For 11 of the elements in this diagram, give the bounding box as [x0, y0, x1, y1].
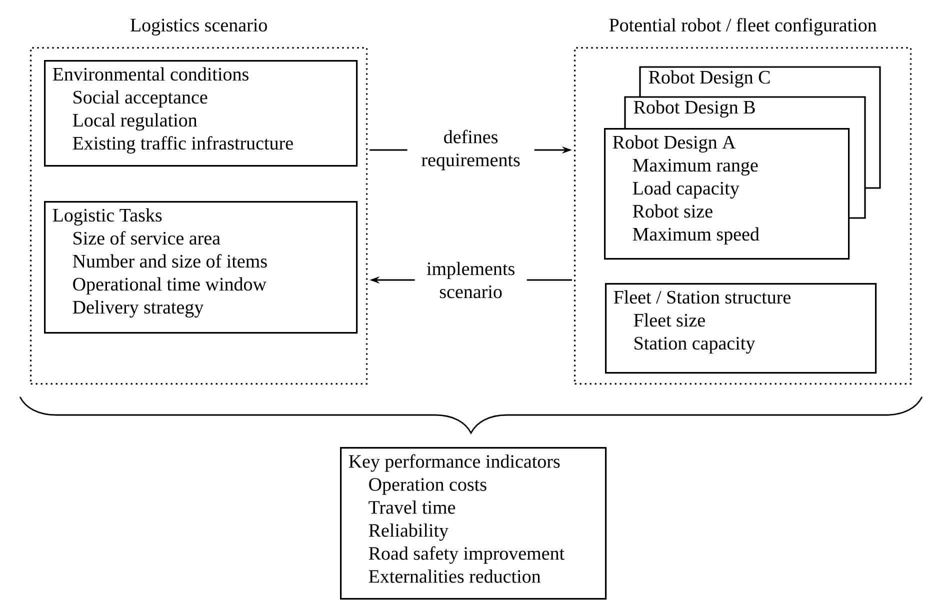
edge-label: implements scenario [414, 260, 527, 300]
node-label: Logistics scenario [130, 18, 267, 36]
card-title: Robot Design C [648, 70, 770, 88]
card-title: Robot Design B [634, 100, 755, 118]
node-label: Potential robot / fleet configuration [609, 18, 877, 36]
edge-label: defines requirements [407, 128, 534, 172]
text-box: Fleet / Station structure Fleet size Station capacity [605, 283, 877, 374]
text-box: Logistic Tasks Size of service area Number and size of items Operational time window Delivery strategy [44, 201, 358, 334]
text-box: Key performance indicators Operation costs Travel time Reliability Road safety improvement Externalities reduction [340, 447, 607, 600]
text-box: Robot Design A Maximum range Load capacity Robot size Maximum speed [604, 128, 850, 260]
text-box: Environmental conditions Social acceptance Local regulation Existing traffic infrastructure [44, 60, 358, 167]
